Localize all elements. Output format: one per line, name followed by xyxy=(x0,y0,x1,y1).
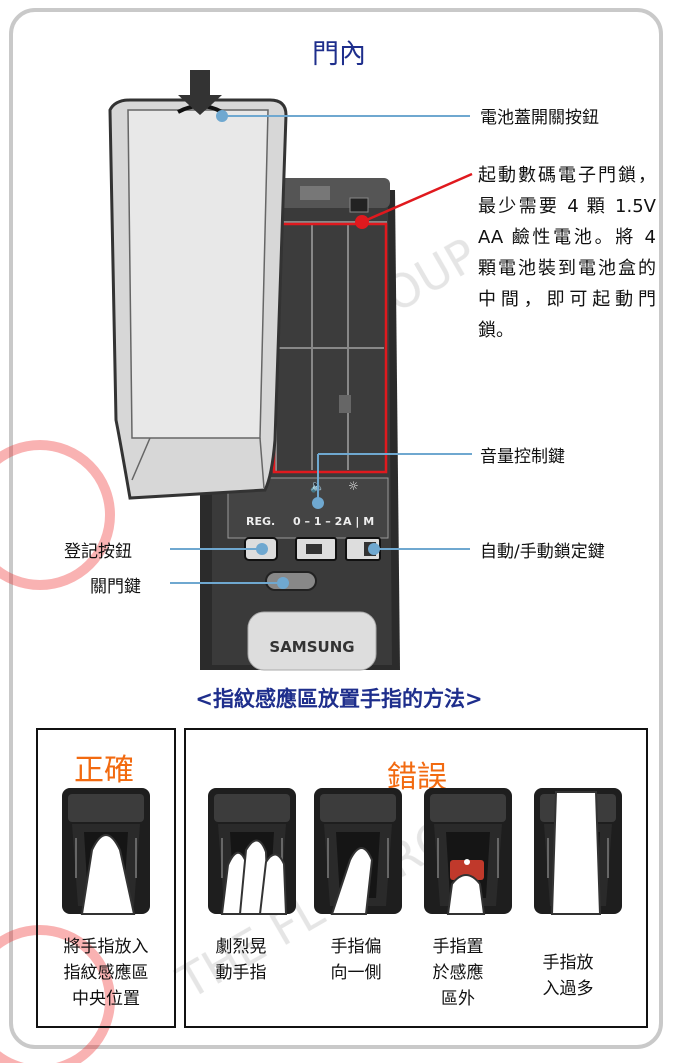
battery-instruction-text: 起動數碼電子門鎖，最少需要 4 顆 1.5V AA 鹼性電池。將 4 顆電池裝到… xyxy=(478,165,656,341)
wrong-illustration-1 xyxy=(207,787,297,915)
wrong-caption-2: 手指偏向一側 xyxy=(330,937,382,983)
leader-lines xyxy=(170,110,472,589)
battery-compartment xyxy=(272,221,388,474)
control-panel: ⊐ᵒ REG. 🔈 0 – 1 – 2 ☼ A | M xyxy=(227,477,389,539)
fingerprint-howto-title: <指紋感應區放置手指的方法> xyxy=(195,687,483,711)
volume-switch-knob xyxy=(306,544,322,554)
down-arrow-icon xyxy=(178,70,222,115)
battery-cover-button-label: 電池蓋開關按鈕 xyxy=(480,108,599,128)
wrong-illustration-2 xyxy=(313,787,403,915)
wrong-caption-3: 手指置於感應區外 xyxy=(432,937,484,1009)
correct-caption: 將手指放入指紋感應區中央位置 xyxy=(63,937,149,1009)
brand-text: SAMSUNG xyxy=(269,638,354,656)
volume-key-label: 音量控制鍵 xyxy=(480,447,565,467)
correct-header: 正確 xyxy=(74,753,134,788)
wrong-caption-1: 劇烈晃動手指 xyxy=(215,937,267,983)
bulb-icon: ☼ xyxy=(348,479,359,493)
watermark-logo-2 xyxy=(0,925,115,1063)
close-key-label: 關門鍵 xyxy=(90,577,141,597)
wrong-illustration-4 xyxy=(533,787,623,915)
volume-scale-label: 0 – 1 – 2 xyxy=(293,515,342,528)
wrong-panel xyxy=(184,728,648,1028)
correct-illustration xyxy=(61,787,151,915)
reg-label: REG. xyxy=(246,515,275,528)
wrong-illustration-3 xyxy=(423,787,513,915)
auto-manual-key-label: 自動/手動鎖定鍵 xyxy=(480,542,605,562)
watermark-logo xyxy=(0,440,115,590)
page-title: 門內 xyxy=(312,39,366,70)
register-button-label: 登記按鈕 xyxy=(64,542,132,562)
am-label: A | M xyxy=(343,515,374,528)
brand-plate xyxy=(247,611,377,671)
wrong-caption-4: 手指放入過多 xyxy=(542,953,594,999)
battery-leader xyxy=(355,172,473,229)
correct-panel xyxy=(36,728,176,1028)
